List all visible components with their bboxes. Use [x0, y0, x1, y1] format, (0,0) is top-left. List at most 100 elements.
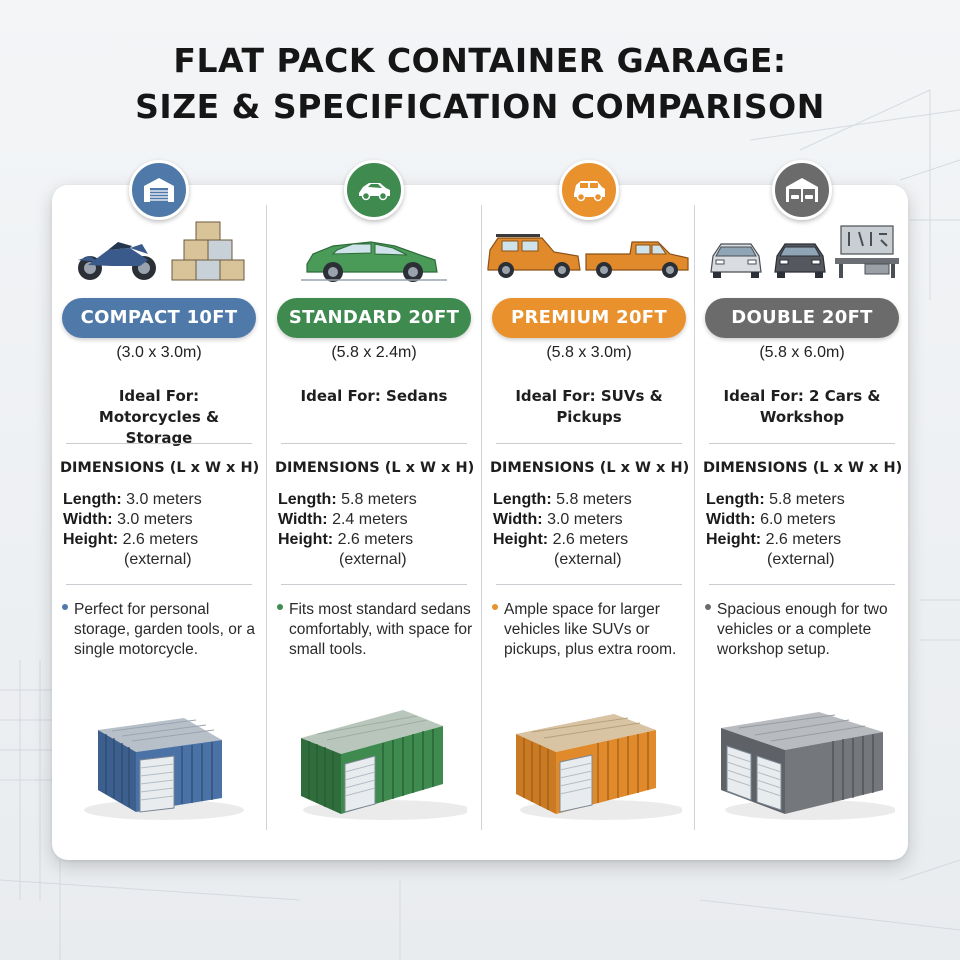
container-illustration	[301, 710, 467, 820]
height-note: (external)	[554, 551, 622, 568]
height-value: 2.6 meters	[122, 531, 199, 548]
divider	[66, 584, 252, 585]
bullet-dot	[62, 604, 68, 610]
bullet-dot	[277, 604, 283, 610]
car-icon	[344, 160, 404, 220]
container-illustration	[84, 718, 244, 820]
height-note: (external)	[339, 551, 407, 568]
width-value: 2.4 meters	[332, 511, 408, 528]
ideal-for-text: Ideal For: 2 Cars & Workshop	[723, 387, 881, 426]
length-label: Length:	[706, 491, 765, 508]
boxes-icon	[171, 221, 245, 281]
divider	[709, 443, 895, 444]
height-label: Height:	[706, 531, 762, 548]
dimensions-heading: DIMENSIONS (L x W x H)	[703, 460, 903, 476]
divider	[496, 584, 682, 585]
column-divider	[694, 205, 695, 830]
height-label: Height:	[63, 531, 119, 548]
description: Ample space for larger vehicles like SUV…	[504, 601, 677, 658]
motorcycle-boxes-illustration	[78, 221, 245, 281]
container-illustration	[721, 712, 895, 820]
size-label-pill: STANDARD 20FT	[277, 298, 471, 338]
size-label-pill: COMPACT 10FT	[62, 298, 256, 338]
dimensions-summary: (3.0 x 3.0m)	[116, 344, 202, 361]
column-divider	[266, 205, 267, 830]
length-spec: Length: 5.8 meters	[278, 490, 478, 510]
height-label: Height:	[493, 531, 549, 548]
width-spec: Width: 3.0 meters	[63, 510, 263, 530]
double-garage-icon	[772, 160, 832, 220]
length-value: 3.0 meters	[126, 491, 202, 508]
title-line-2: SIZE & SPECIFICATION COMPARISON	[135, 87, 825, 126]
height-spec: Height: 2.6 meters	[493, 530, 693, 550]
dimensions-heading: DIMENSIONS (L x W x H)	[275, 460, 475, 476]
length-spec: Length: 5.8 meters	[706, 490, 906, 510]
ideal-for-text: Ideal For: Sedans	[300, 387, 448, 405]
divider	[281, 584, 467, 585]
suv-icon	[559, 160, 619, 220]
divider	[281, 443, 467, 444]
height-spec: Height: 2.6 meters	[706, 530, 906, 550]
column-standard: STANDARD 20FT (5.8 x 2.4m) Ideal For: Se…	[267, 160, 481, 840]
dimensions-heading: DIMENSIONS (L x W x H)	[490, 460, 690, 476]
length-value: 5.8 meters	[341, 491, 417, 508]
ideal-for-text: Ideal For: SUVs & Pickups	[515, 387, 663, 426]
suv-icon	[487, 234, 581, 278]
column-divider	[481, 205, 482, 830]
dimensions-summary: (5.8 x 2.4m)	[331, 344, 417, 361]
width-label: Width:	[706, 511, 756, 528]
bullet-dot	[492, 604, 498, 610]
container-illustration	[516, 714, 682, 820]
divider	[709, 584, 895, 585]
height-spec: Height: 2.6 meters	[63, 530, 263, 550]
width-spec: Width: 3.0 meters	[493, 510, 693, 530]
height-value: 2.6 meters	[337, 531, 414, 548]
height-note: (external)	[124, 551, 192, 568]
length-spec: Length: 5.8 meters	[493, 490, 693, 510]
dimensions-summary: (5.8 x 6.0m)	[759, 344, 845, 361]
width-value: 3.0 meters	[117, 511, 193, 528]
width-spec: Width: 2.4 meters	[278, 510, 478, 530]
width-label: Width:	[493, 511, 543, 528]
width-label: Width:	[63, 511, 113, 528]
height-value: 2.6 meters	[765, 531, 842, 548]
pickup-icon	[585, 241, 689, 278]
width-spec: Width: 6.0 meters	[706, 510, 906, 530]
garage-icon	[129, 160, 189, 220]
bullet-dot	[705, 604, 711, 610]
width-value: 3.0 meters	[547, 511, 623, 528]
height-label: Height:	[278, 531, 334, 548]
height-spec: Height: 2.6 meters	[278, 530, 478, 550]
length-label: Length:	[278, 491, 337, 508]
length-label: Length:	[63, 491, 122, 508]
car-icon	[774, 243, 826, 278]
description: Fits most standard sedans comfortably, w…	[289, 601, 473, 658]
description: Perfect for personal storage, garden too…	[74, 601, 255, 658]
length-label: Length:	[493, 491, 552, 508]
length-spec: Length: 3.0 meters	[63, 490, 263, 510]
dimensions-heading: DIMENSIONS (L x W x H)	[60, 460, 260, 476]
length-value: 5.8 meters	[769, 491, 845, 508]
size-label-pill: DOUBLE 20FT	[705, 298, 899, 338]
car-icon	[710, 243, 762, 278]
divider	[496, 443, 682, 444]
ideal-for-text: Ideal For: Motorcycles & Storage	[98, 387, 220, 447]
page-title: FLAT PACK CONTAINER GARAGE: SIZE & SPECI…	[0, 38, 960, 130]
suv-pickup-illustration	[487, 234, 689, 278]
two-cars-workshop-illustration	[710, 225, 899, 278]
divider	[66, 443, 252, 444]
motorcycle-icon	[78, 242, 156, 280]
column-premium: PREMIUM 20FT (5.8 x 3.0m) Ideal For: SUV…	[482, 160, 696, 840]
dimensions-summary: (5.8 x 3.0m)	[546, 344, 632, 361]
length-value: 5.8 meters	[556, 491, 632, 508]
description: Spacious enough for two vehicles or a co…	[717, 601, 888, 658]
column-double: DOUBLE 20FT (5.8 x 6.0m) Ideal For: 2 Ca…	[695, 160, 909, 840]
height-value: 2.6 meters	[552, 531, 629, 548]
sedan-icon	[301, 241, 447, 282]
column-compact: COMPACT 10FT (3.0 x 3.0m) Ideal For: Mot…	[52, 160, 266, 840]
width-label: Width:	[278, 511, 328, 528]
height-note: (external)	[767, 551, 835, 568]
title-line-1: FLAT PACK CONTAINER GARAGE:	[173, 41, 787, 80]
width-value: 6.0 meters	[760, 511, 836, 528]
sedan-illustration	[301, 241, 447, 282]
